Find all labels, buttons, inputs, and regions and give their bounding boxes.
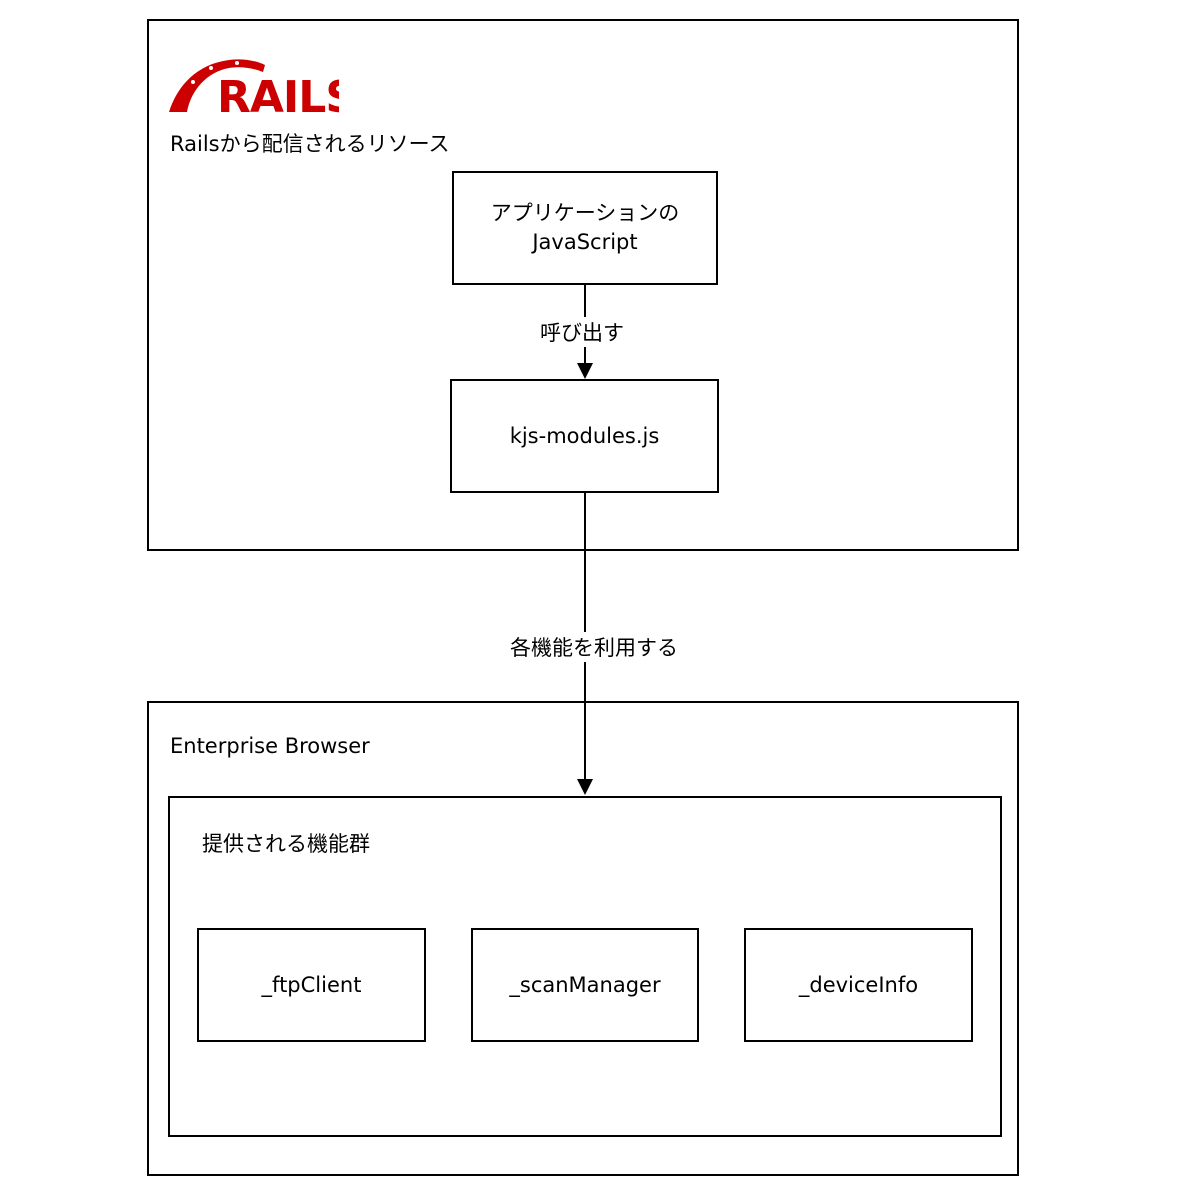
enterprise-browser-title: Enterprise Browser	[170, 734, 370, 758]
feature-label: _deviceInfo	[798, 972, 919, 997]
application-javascript-node: アプリケーションの JavaScript	[452, 171, 718, 285]
app-js-label-line2: JavaScript	[532, 230, 638, 254]
rails-container-title: Railsから配信されるリソース	[170, 132, 450, 156]
feature-node-device-info: _deviceInfo	[744, 928, 973, 1042]
edge-label-uses-features: 各機能を利用する	[508, 632, 680, 662]
feature-label: _scanManager	[509, 972, 661, 997]
kjs-modules-label: kjs-modules.js	[509, 423, 660, 448]
feature-node-scan-manager: _scanManager	[471, 928, 699, 1042]
rails-logo-text: RAILS	[217, 72, 339, 116]
features-title: 提供される機能群	[202, 832, 370, 856]
app-js-label-line1: アプリケーションの	[490, 201, 680, 225]
feature-label: _ftpClient	[261, 972, 362, 997]
rails-logo: RAILS	[169, 59, 339, 116]
feature-node-ftp-client: _ftpClient	[197, 928, 426, 1042]
edge-label-calls: 呼び出す	[538, 317, 626, 347]
kjs-modules-node: kjs-modules.js	[450, 379, 719, 493]
